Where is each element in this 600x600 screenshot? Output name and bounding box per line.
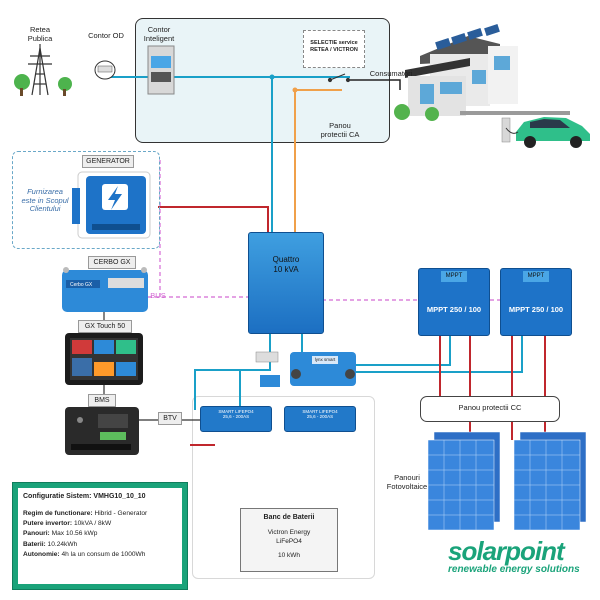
contor-inteligent-label: Contor Inteligent (143, 25, 175, 43)
battery-2-label: SMART LIFEPO4 25,6 - 200AS (302, 409, 338, 419)
gx-touch-tag: GX Touch 50 (78, 320, 132, 333)
retea-publica-label: Retea Publica (27, 25, 53, 43)
pv-panels-right (513, 431, 587, 531)
logo-tagline: renewable energy solutions (448, 564, 580, 575)
svg-text:Cerbo GX: Cerbo GX (70, 282, 93, 288)
generator-box (12, 151, 160, 249)
generator-icon (72, 171, 151, 239)
panou-ca-label: Panou protectii CA (320, 121, 360, 139)
electric-car-icon (501, 117, 590, 148)
generator-tag: GENERATOR (82, 155, 134, 168)
tree-icons (14, 74, 72, 96)
battery-1: SMART LIFEPO4 25,6 - 200AS (200, 406, 272, 432)
quattro-inverter: Quattro 10 kVA (248, 232, 324, 334)
bms-tag: BMS (88, 394, 116, 407)
mppt-cap-2: MPPT (523, 271, 549, 282)
selectie-service-box: SELECTIE service RETEA / VICTRON (303, 30, 365, 68)
battery-2: SMART LIFEPO4 25,6 - 200AS (284, 406, 356, 432)
config-row: Panouri: Max 10.56 kWp (23, 530, 98, 538)
config-panel: Configuratie Sistem: VMHG10_10_10 Regim … (12, 482, 188, 590)
contor-od-label: Contor OD (88, 31, 124, 40)
panou-cc-label: Panou protectii CC (458, 403, 522, 412)
cerbo-gx-device: Cerbo GX (62, 267, 148, 312)
cerbo-gx-tag: CERBO GX (88, 256, 136, 269)
pv-panels-left (427, 431, 501, 531)
panou-protectii-cc: Panou protectii CC (420, 396, 560, 422)
power-pylon-icon (28, 44, 52, 96)
gx-touch-screen (65, 333, 143, 385)
mppt-model-2: MPPT 250 / 100 (508, 305, 564, 314)
mppt-controller-2: MPPT MPPT 250 / 100 (500, 268, 572, 336)
config-row: Putere invertor: 10kVA / 8kW (23, 520, 112, 528)
battery-1-label: SMART LIFEPO4 25,6 - 200AS (218, 409, 254, 419)
config-title: Configuratie Sistem: VMHG10_10_10 (23, 493, 146, 500)
config-row: Autonomie: 4h la un consum de 1000Wh (23, 550, 146, 558)
btv-tag: BTV (158, 412, 182, 425)
solarpoint-logo: solarpoint renewable energy solutions (448, 536, 588, 575)
switch-icon (327, 73, 351, 83)
bus-label: BUS (150, 291, 166, 300)
smart-meter-icon (147, 45, 175, 95)
bank-title: Banc de Baterii (263, 514, 315, 521)
house-icon (394, 24, 570, 121)
bms-device (65, 407, 139, 455)
mppt-model-1: MPPT 250 / 100 (426, 305, 482, 314)
logo-brand: solarpoint (448, 536, 565, 566)
bank-sub: Victron Energy LiFePO4 (267, 529, 311, 545)
lynx-smart-device (255, 351, 356, 387)
panouri-label: Panouri Fotovoltaice (386, 473, 428, 491)
battery-bank-box: Banc de Baterii Victron Energy LiFePO4 1… (240, 508, 338, 572)
meter-icon (94, 60, 116, 80)
furnizarea-label: Furnizarea este in Scopul Clientului (21, 187, 69, 214)
quattro-label: Quattro 10 kVA (272, 255, 300, 274)
mppt-cap-1: MPPT (441, 271, 467, 282)
config-row: Baterii: 10.24kWh (23, 540, 78, 548)
consumatori-label: Consumatori (369, 69, 413, 78)
config-row: Regim de functionare: Hibrid - Generator (23, 510, 148, 517)
bank-kwh: 10 kWh (277, 552, 301, 559)
lynx-smart-label: lynx smart (314, 357, 336, 362)
mppt-controller-1: MPPT MPPT 250 / 100 (418, 268, 490, 336)
